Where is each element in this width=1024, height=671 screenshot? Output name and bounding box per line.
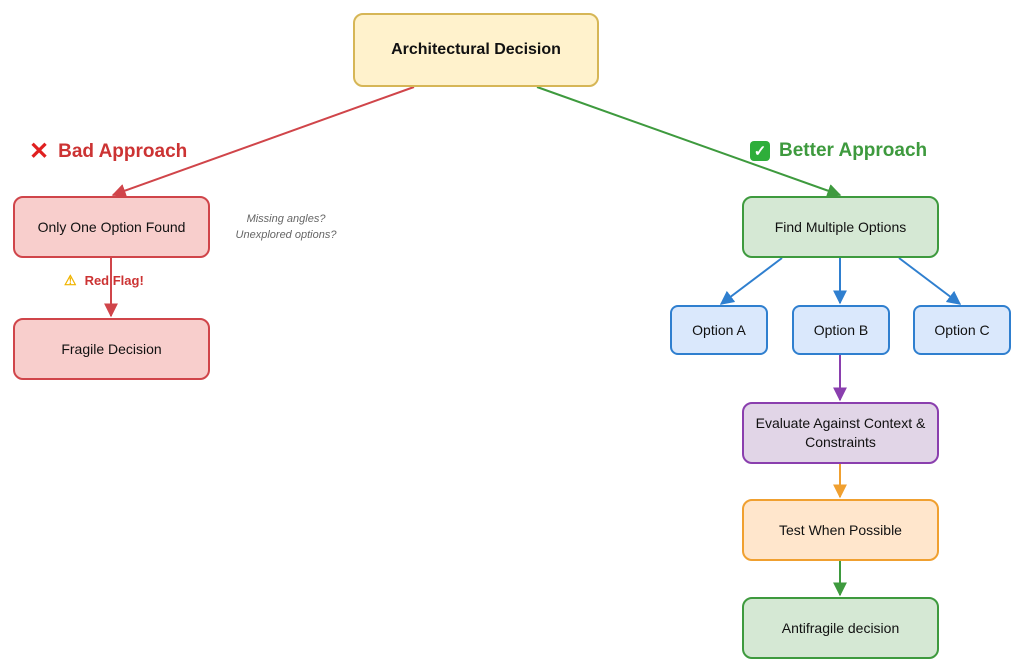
option-c-label: Option C bbox=[934, 321, 990, 338]
check-mark-icon: ✓ bbox=[750, 141, 770, 161]
evaluate-node: Evaluate Against Context & Constraints bbox=[742, 402, 939, 464]
red-flag-label: ⚠ Red Flag! bbox=[64, 272, 144, 289]
only-one-option-label: Only One Option Found bbox=[37, 218, 186, 235]
find-multiple-options-label: Find Multiple Options bbox=[774, 218, 907, 235]
test-when-possible-label: Test When Possible bbox=[779, 521, 902, 538]
bad-approach-heading: ✕ Bad Approach bbox=[29, 140, 187, 164]
fragile-decision-label: Fragile Decision bbox=[61, 340, 162, 357]
note-line-1: Missing angles? bbox=[246, 213, 326, 225]
test-when-possible-node: Test When Possible bbox=[742, 499, 939, 561]
edge-root-to-good bbox=[536, 86, 842, 198]
antifragile-decision-node: Antifragile decision bbox=[742, 597, 939, 659]
antifragile-decision-label: Antifragile decision bbox=[781, 619, 900, 636]
option-a-label: Option A bbox=[692, 321, 746, 338]
fragile-decision-node: Fragile Decision bbox=[13, 318, 210, 380]
option-b-node: Option B bbox=[792, 305, 890, 355]
missing-angles-note: Missing angles? Unexplored options? bbox=[226, 212, 346, 244]
option-b-label: Option B bbox=[813, 321, 869, 338]
option-a-node: Option A bbox=[670, 305, 768, 355]
edge-find-to-option-a bbox=[719, 257, 783, 305]
red-flag-text: Red Flag! bbox=[84, 273, 144, 288]
root-label: Architectural Decision bbox=[391, 41, 561, 59]
edge-find-to-option-c bbox=[898, 257, 962, 305]
evaluate-label: Evaluate Against Context & Constraints bbox=[755, 415, 926, 450]
root-node: Architectural Decision bbox=[353, 13, 599, 87]
option-c-node: Option C bbox=[913, 305, 1011, 355]
find-multiple-options-node: Find Multiple Options bbox=[742, 196, 939, 258]
bad-approach-heading-label: Bad Approach bbox=[58, 141, 188, 162]
better-approach-heading-label: Better Approach bbox=[779, 140, 928, 161]
note-line-2: Unexplored options? bbox=[235, 228, 337, 241]
warning-icon: ⚠ bbox=[64, 272, 77, 288]
edge-root-to-bad bbox=[111, 86, 415, 198]
cross-mark-icon: ✕ bbox=[29, 138, 50, 165]
better-approach-heading: ✓ Better Approach bbox=[750, 140, 927, 162]
only-one-option-node: Only One Option Found bbox=[13, 196, 210, 258]
